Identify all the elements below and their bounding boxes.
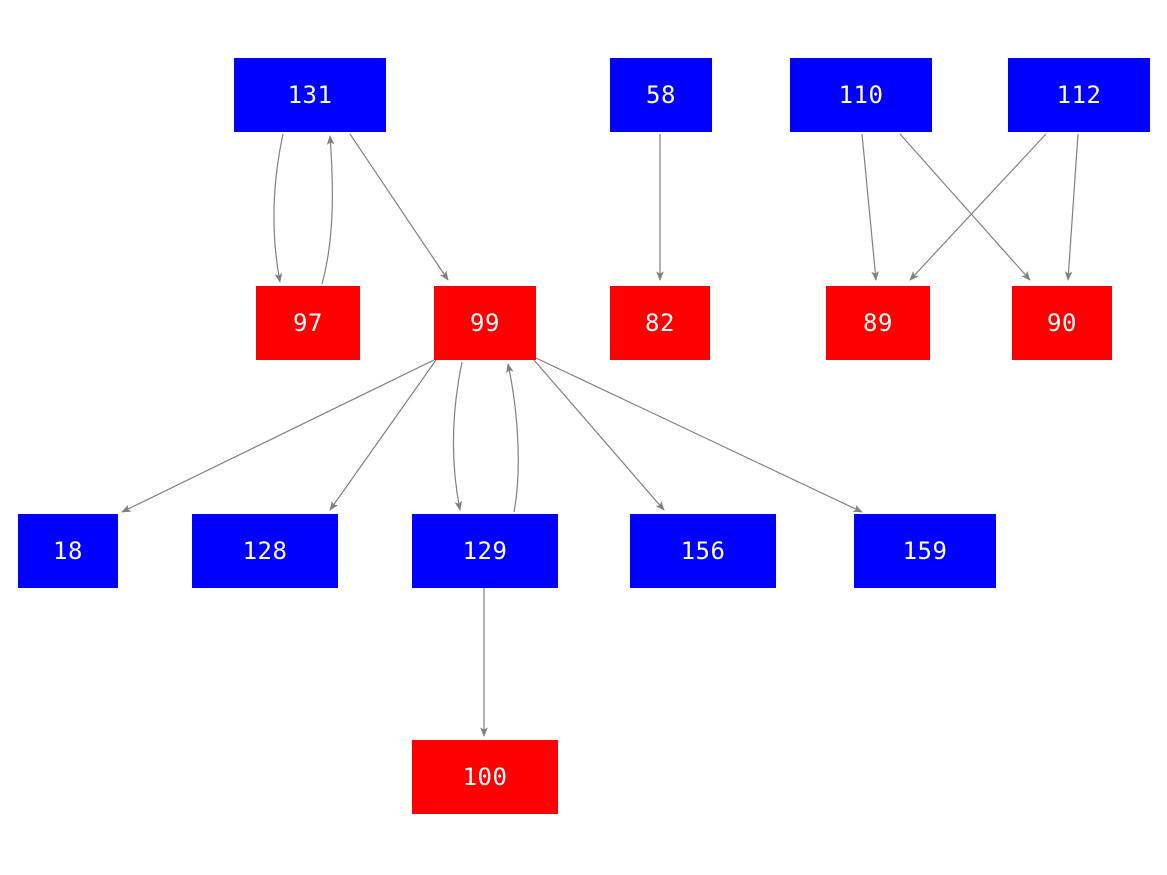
node-label-100: 100: [462, 763, 508, 791]
node-97[interactable]: 97: [256, 286, 360, 360]
node-label-82: 82: [645, 309, 675, 337]
node-128[interactable]: 128: [192, 514, 338, 588]
edge-110-to-89: [861, 133, 879, 281]
node-label-128: 128: [242, 537, 288, 565]
node-100[interactable]: 100: [412, 740, 558, 814]
node-131[interactable]: 131: [234, 58, 386, 132]
node-label-89: 89: [863, 309, 893, 337]
edge-97-to-131: [321, 135, 335, 285]
node-159[interactable]: 159: [854, 514, 996, 588]
node-89[interactable]: 89: [826, 286, 930, 360]
edge-99-to-156: [533, 359, 665, 511]
node-129[interactable]: 129: [412, 514, 558, 588]
edge-110-to-90: [899, 133, 1031, 281]
node-label-156: 156: [680, 537, 726, 565]
edge-131-to-97: [273, 133, 284, 283]
node-label-110: 110: [838, 81, 884, 109]
node-90[interactable]: 90: [1012, 286, 1112, 360]
node-label-129: 129: [462, 537, 508, 565]
node-58[interactable]: 58: [610, 58, 712, 132]
node-156[interactable]: 156: [630, 514, 776, 588]
node-112[interactable]: 112: [1008, 58, 1150, 132]
node-label-58: 58: [646, 81, 676, 109]
edge-131-to-99: [349, 133, 449, 281]
node-label-131: 131: [287, 81, 333, 109]
node-82[interactable]: 82: [610, 286, 710, 360]
node-label-99: 99: [470, 309, 500, 337]
edge-112-to-89: [909, 133, 1047, 281]
node-label-112: 112: [1056, 81, 1102, 109]
edge-129-to-99: [506, 363, 519, 513]
node-110[interactable]: 110: [790, 58, 932, 132]
edge-99-to-129: [452, 361, 463, 511]
edge-99-to-18: [121, 359, 435, 513]
edge-99-to-128: [329, 359, 437, 511]
node-label-18: 18: [53, 537, 83, 565]
edge-99-to-159: [535, 357, 863, 513]
node-label-97: 97: [293, 309, 323, 337]
edges-group: [121, 133, 1079, 737]
node-label-159: 159: [902, 537, 948, 565]
node-99[interactable]: 99: [434, 286, 536, 360]
node-label-90: 90: [1047, 309, 1077, 337]
node-18[interactable]: 18: [18, 514, 118, 588]
edge-112-to-90: [1064, 133, 1079, 281]
